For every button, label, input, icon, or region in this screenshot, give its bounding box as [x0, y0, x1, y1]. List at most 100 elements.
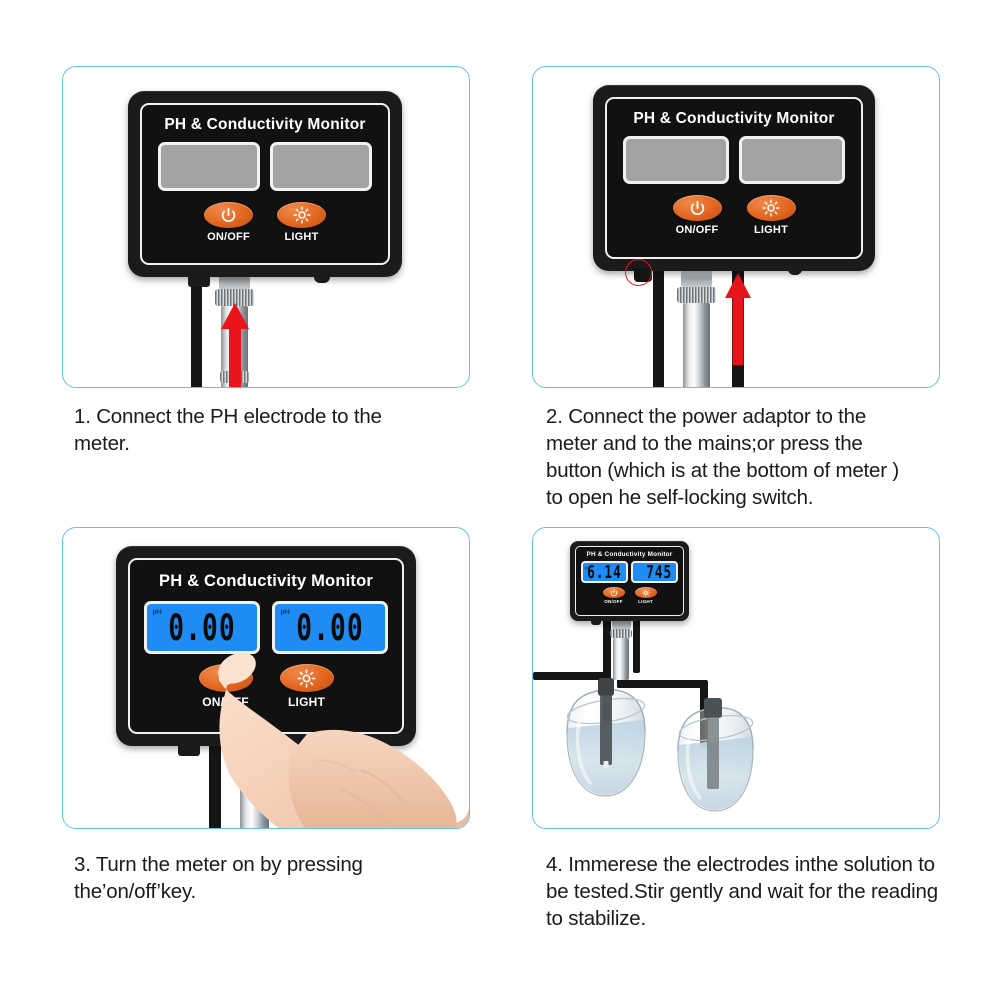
- bnc-knurled-ring: [677, 287, 716, 303]
- display-right: 745: [631, 561, 678, 583]
- device-bezel: PH & Conductivity Monitor pH 0.00 pH 0.0…: [128, 558, 404, 734]
- display-row: pH 6.14 745: [581, 561, 678, 583]
- ph-conductivity-meter: PH & Conductivity Monitor pH 6.14 745: [570, 541, 689, 625]
- adaptor-cable: [633, 618, 640, 673]
- beaker-left: [559, 678, 651, 801]
- bnc-connector-cap: [681, 269, 712, 287]
- meter-down-cable: [603, 618, 611, 678]
- light-button[interactable]: LIGHT: [277, 202, 326, 243]
- step-panel-3: PH & Conductivity Monitor pH 0.00 pH 0.0…: [62, 527, 470, 829]
- light-bulb-icon: [762, 199, 780, 217]
- ph-probe-cable-drop: [617, 673, 625, 688]
- light-label: LIGHT: [638, 599, 653, 604]
- meter-bottom-nub-right: [788, 269, 802, 275]
- step-panel-2: PH & Conductivity Monitor: [532, 66, 940, 388]
- power-icon: [690, 200, 704, 215]
- on-off-label: ON/OFF: [604, 599, 623, 604]
- button-row: ON/OFF: [607, 195, 861, 236]
- light-button-oval[interactable]: [746, 195, 796, 221]
- left-cable-run: [533, 672, 611, 680]
- ph-probe-cable-run: [617, 680, 707, 688]
- device-bezel: PH & Conductivity Monitor pH 6.14 745: [575, 546, 684, 616]
- button-row: ON/OFF: [142, 202, 388, 243]
- conductivity-probe: [597, 678, 615, 774]
- ph-conductivity-meter: PH & Conductivity Monitor: [128, 91, 402, 287]
- step-4-caption: 4. Immerese the electrodes inthe solutio…: [546, 853, 938, 930]
- display-right: [739, 136, 845, 184]
- light-button-oval[interactable]: [279, 664, 334, 692]
- device-bezel: PH & Conductivity Monitor: [605, 97, 863, 259]
- power-arrow-icon: [725, 273, 751, 365]
- ph-electrode-body: [683, 303, 710, 387]
- display-right-value: 0.00: [296, 606, 364, 649]
- button-row: ON/OFF: [576, 587, 683, 604]
- display-right-tag: pH: [280, 608, 290, 616]
- on-off-label: ON/OFF: [675, 224, 719, 236]
- light-label: LIGHT: [288, 695, 325, 709]
- light-label: LIGHT: [754, 224, 788, 236]
- light-label: LIGHT: [284, 231, 319, 243]
- power-icon: [221, 207, 236, 222]
- display-row: [158, 142, 372, 191]
- power-icon: [610, 588, 617, 596]
- meter-bottom-nub-left: [178, 744, 200, 756]
- light-button-oval[interactable]: [634, 587, 657, 598]
- light-button[interactable]: LIGHT: [279, 664, 334, 709]
- light-button[interactable]: LIGHT: [634, 587, 657, 604]
- light-bulb-icon: [641, 588, 650, 597]
- display-left-value: 6.14: [587, 561, 622, 583]
- display-left: [623, 136, 729, 184]
- power-button-oval[interactable]: [672, 195, 722, 221]
- ph-conductivity-meter: PH & Conductivity Monitor pH 0.00 pH 0.0…: [116, 546, 416, 756]
- ph-conductivity-meter: PH & Conductivity Monitor: [593, 85, 875, 281]
- meter-bottom-nub-left: [591, 620, 601, 625]
- mains-cable: [653, 267, 664, 387]
- light-button[interactable]: LIGHT: [746, 195, 796, 236]
- device-title: PH & Conductivity Monitor: [159, 572, 373, 590]
- display-left: [158, 142, 260, 191]
- display-left: pH 0.00: [144, 601, 260, 654]
- power-button-oval[interactable]: [204, 202, 253, 228]
- display-left-value: [626, 139, 726, 181]
- beaker-right: [671, 698, 759, 816]
- step-panel-1: PH & Conductivity Monitor: [62, 66, 470, 388]
- on-off-button[interactable]: ON/OFF: [672, 195, 722, 236]
- display-right-value: [742, 139, 842, 181]
- connect-arrow-icon: [221, 303, 249, 387]
- switch-highlight-circle: [625, 259, 652, 286]
- power-button-oval[interactable]: [602, 587, 625, 598]
- bnc-knurled-ring: [215, 289, 254, 306]
- ph-electrode-body: [613, 638, 629, 680]
- device-bezel: PH & Conductivity Monitor: [140, 103, 390, 265]
- meter-bottom-nub-left: [188, 276, 210, 287]
- step-panel-4: PH & Conductivity Monitor pH 6.14 745: [532, 527, 940, 829]
- step-2-caption: 2. Connect the power adaptor to the mete…: [546, 405, 899, 509]
- display-left-tag: pH: [585, 564, 591, 570]
- display-left-value: 0.00: [168, 606, 236, 649]
- on-off-button[interactable]: ON/OFF: [204, 202, 253, 243]
- meter-bottom-nub-right: [314, 276, 330, 283]
- ph-probe: [703, 698, 723, 796]
- device-title: PH & Conductivity Monitor: [586, 551, 673, 558]
- display-row: pH 0.00 pH 0.00: [144, 601, 388, 654]
- step-1-caption: 1. Connect the PH electrode to the meter…: [74, 405, 382, 455]
- on-off-button[interactable]: ON/OFF: [602, 587, 625, 604]
- light-button-oval[interactable]: [277, 202, 326, 228]
- display-right-value: 745: [646, 561, 673, 583]
- light-bulb-icon: [292, 206, 311, 224]
- probe-cable: [209, 740, 221, 828]
- display-right-value: [273, 145, 369, 188]
- bnc-knurled-ring: [610, 629, 632, 638]
- display-left: pH 6.14: [581, 561, 628, 583]
- pointing-hand: [211, 648, 469, 828]
- display-left-tag: pH: [152, 608, 162, 616]
- display-right: pH 0.00: [272, 601, 388, 654]
- device-title: PH & Conductivity Monitor: [633, 110, 835, 127]
- probe-cable: [191, 267, 202, 387]
- step-3-caption: 3. Turn the meter on by pressing the’on/…: [74, 853, 363, 903]
- on-off-label: ON/OFF: [207, 231, 250, 243]
- light-bulb-icon: [297, 668, 316, 688]
- display-right: [270, 142, 372, 191]
- device-title: PH & Conductivity Monitor: [164, 116, 366, 133]
